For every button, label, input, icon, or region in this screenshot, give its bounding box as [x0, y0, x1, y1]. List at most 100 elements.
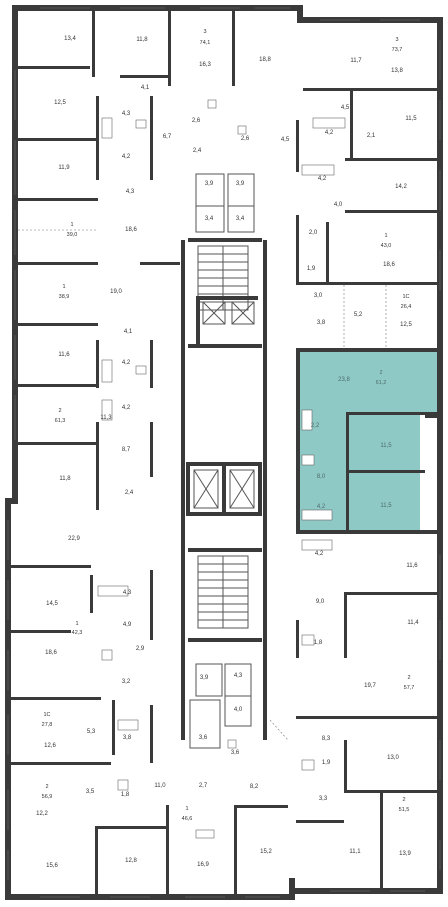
apartment-label: 43,0 [381, 243, 392, 249]
room-area-label: 4,0 [234, 707, 243, 713]
room-area-label: 11,7 [350, 58, 362, 64]
room-area-label: 18,6 [383, 262, 395, 268]
room-area-label: 11,5 [380, 503, 392, 509]
room-area-label: 19,0 [110, 289, 122, 295]
room-area-label: 11,8 [59, 476, 71, 482]
room-area-label: 1,8 [121, 792, 130, 798]
apartment-label: 1 [384, 233, 387, 239]
apartment-label: 1C [402, 294, 409, 300]
room-area-label: 12,5 [400, 322, 412, 328]
room-area-label: 18,8 [259, 57, 271, 63]
sanitary-fixtures [97, 99, 346, 839]
room-area-label: 3,6 [199, 735, 208, 741]
room-area-label: 4,2 [318, 176, 327, 182]
room-area-label: 15,2 [260, 849, 272, 855]
room-area-label: 18,6 [125, 227, 137, 233]
apartment-label: 61,2 [376, 380, 387, 386]
room-area-label: 4,1 [124, 329, 133, 335]
room-area-label: 4,2 [325, 130, 334, 136]
room-area-label: 2,0 [309, 230, 318, 236]
room-area-label: 15,6 [46, 863, 58, 869]
room-area-label: 8,2 [250, 784, 259, 790]
room-area-label: 2,9 [136, 646, 145, 652]
room-area-label: 11,8 [136, 37, 148, 43]
apartment-label: 74,1 [200, 40, 211, 46]
room-area-label: 3,9 [205, 181, 214, 187]
room-area-label: 11,5 [380, 443, 392, 449]
apartment-label: 57,7 [404, 685, 415, 691]
room-area-label: 2,2 [311, 423, 320, 429]
room-area-label: 1,9 [322, 760, 331, 766]
apartment-label: 46,6 [182, 816, 193, 822]
room-area-label: 11,6 [58, 352, 70, 358]
room-area-label: 18,6 [45, 650, 57, 656]
room-area-label: 3,0 [314, 293, 323, 299]
room-area-label: 9,0 [316, 599, 325, 605]
room-area-label: 4,2 [317, 504, 326, 510]
room-area-label: 3,8 [123, 735, 132, 741]
room-area-label: 4,1 [141, 85, 150, 91]
room-area-label: 13,4 [64, 36, 76, 42]
room-area-label: 16,9 [197, 862, 209, 868]
room-area-label: 11,6 [406, 563, 418, 569]
room-area-label: 4,2 [122, 154, 131, 160]
building-core [181, 173, 267, 749]
interior-walls-west [11, 11, 288, 894]
room-area-label: 3,9 [200, 675, 209, 681]
room-area-label: 8,0 [317, 474, 326, 480]
apartment-label: 2 [379, 370, 382, 376]
apartment-label: 39,0 [67, 232, 78, 238]
room-area-label: 4,5 [341, 105, 350, 111]
room-area-label: 13,8 [391, 68, 403, 74]
apartment-label: 26,4 [401, 304, 412, 310]
room-area-label: 14,2 [395, 184, 407, 190]
room-area-label: 12,2 [36, 811, 48, 817]
room-area-label: 8,3 [322, 736, 331, 742]
room-area-label: 11,1 [349, 849, 361, 855]
room-area-label: 2,4 [193, 148, 202, 154]
apartment-label: 2 [45, 784, 48, 790]
room-area-label: 3,4 [236, 216, 245, 222]
apartment-label: 3 [395, 37, 398, 43]
room-area-label: 14,5 [46, 601, 58, 607]
room-area-label: 22,9 [68, 536, 80, 542]
room-area-label: 4,5 [281, 137, 290, 143]
room-area-label: 3,4 [205, 216, 214, 222]
room-area-label: 1,8 [314, 640, 323, 646]
apartment-label: 2 [407, 675, 410, 681]
apartment-label: 1 [185, 806, 188, 812]
room-area-label: 11,4 [407, 620, 419, 626]
room-area-label: 23,8 [338, 377, 350, 383]
room-area-label: 11,5 [405, 116, 417, 122]
room-area-label: 4,9 [123, 622, 132, 628]
room-area-label: 11,3 [100, 415, 112, 421]
dashed-zones [18, 229, 387, 741]
apartment-label: 2 [58, 408, 61, 414]
room-area-label: 4,3 [123, 590, 132, 596]
room-area-label: 3,5 [86, 789, 95, 795]
room-area-label: 11,0 [154, 783, 166, 789]
room-area-label: 8,7 [122, 447, 131, 453]
room-area-label: 4,2 [122, 360, 131, 366]
apartment-label: 38,9 [59, 294, 70, 300]
room-area-label: 5,2 [354, 312, 363, 318]
apartment-label: 27,8 [42, 722, 53, 728]
room-area-label: 5,3 [87, 729, 96, 735]
apartment-label: 1C [43, 712, 50, 718]
highlighted-apartment[interactable] [296, 351, 437, 530]
room-area-label: 1,9 [307, 266, 316, 272]
apartment-label: 1 [62, 284, 65, 290]
apartment-label: 56,9 [42, 794, 53, 800]
apartment-label: 42,3 [72, 630, 83, 636]
room-area-label: 3,2 [122, 679, 131, 685]
apartment-label: 61,3 [55, 418, 66, 424]
room-area-label: 12,8 [125, 858, 137, 864]
room-area-label: 3,6 [231, 750, 240, 756]
apartment-label: 51,5 [399, 807, 410, 813]
interior-walls-east [296, 88, 443, 889]
apartment-label: 3 [203, 29, 206, 35]
room-area-label: 12,6 [44, 743, 56, 749]
room-area-label: 4,2 [315, 551, 324, 557]
room-area-label: 2,1 [367, 133, 376, 139]
